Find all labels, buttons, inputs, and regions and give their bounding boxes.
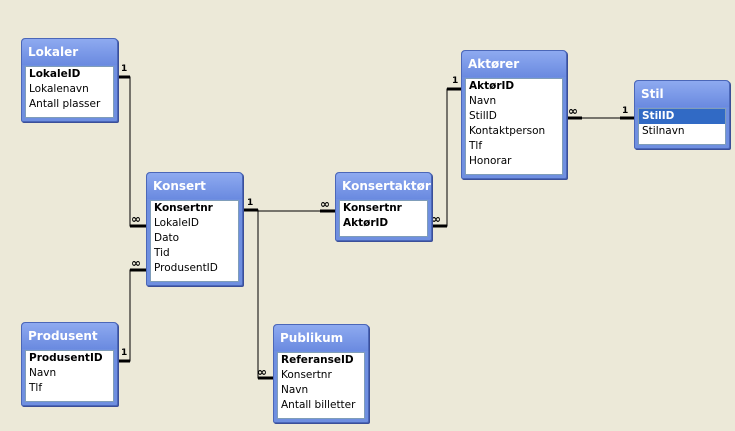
field-list[interactable]: ProdusentID Navn Tlf [25,350,114,402]
field-primary-key[interactable]: ProdusentID [29,352,103,364]
field-item[interactable]: Konsertnr [281,369,332,381]
field-item[interactable]: Honorar [469,155,512,167]
field-list[interactable]: Konsertnr AktørID [339,200,428,237]
field-item[interactable]: Tlf [29,382,43,394]
field-item[interactable]: Dato [154,232,180,244]
field-primary-key[interactable]: AktørID [469,80,515,92]
table-konsert[interactable]: Konsert Konsertnr LokaleID Dato Tid Prod… [146,172,243,286]
cardinality-one-label: 1 [622,106,629,116]
cardinality-many-label: ∞ [131,256,141,270]
field-item[interactable]: Navn [281,384,309,396]
cardinality-one-label: 1 [121,64,128,74]
field-list[interactable]: StilID Stilnavn [638,108,726,145]
table-title[interactable]: Publikum [274,325,368,351]
table-title[interactable]: Lokaler [22,39,117,65]
table-title[interactable]: Konsertaktør [336,173,431,199]
field-item[interactable]: Antall billetter [281,399,356,411]
cardinality-one-label: 1 [452,76,459,86]
table-lokaler[interactable]: Lokaler LokaleID Lokalenavn Antall plass… [21,38,118,122]
cardinality-many-label: ∞ [320,197,330,211]
field-list[interactable]: LokaleID Lokalenavn Antall plasser [25,66,114,118]
table-publikum[interactable]: Publikum ReferanseID Konsertnr Navn Anta… [273,324,369,423]
field-item[interactable]: Antall plasser [29,98,101,110]
field-primary-key[interactable]: ReferanseID [281,354,354,366]
table-title[interactable]: Konsert [147,173,242,199]
table-aktorer[interactable]: Aktører AktørID Navn StilID Kontaktperso… [461,50,567,179]
field-primary-key[interactable]: Konsertnr [343,202,402,214]
table-konsertaktor[interactable]: Konsertaktør Konsertnr AktørID [335,172,432,241]
field-item[interactable]: Lokalenavn [29,83,89,95]
field-primary-key[interactable]: LokaleID [29,68,81,80]
table-stil[interactable]: Stil StilID Stilnavn [634,80,730,149]
field-primary-key[interactable]: AktørID [343,217,389,229]
relationship-lokaler-konsert [116,76,146,227]
field-list[interactable]: Konsertnr LokaleID Dato Tid ProdusentID [150,200,239,282]
field-item[interactable]: LokaleID [154,217,199,229]
table-title[interactable]: Aktører [462,51,566,77]
field-list[interactable]: ReferanseID Konsertnr Navn Antall billet… [277,352,365,419]
cardinality-many-label: ∞ [257,365,267,379]
table-title[interactable]: Stil [635,81,729,107]
field-item[interactable]: StilID [469,110,497,122]
relationship-aktorer-konsertaktor [431,88,461,227]
field-primary-key[interactable]: Konsertnr [154,202,213,214]
cardinality-many-label: ∞ [431,212,441,226]
field-item[interactable]: Tid [154,247,170,259]
table-produsent[interactable]: Produsent ProdusentID Navn Tlf [21,322,118,406]
cardinality-many-label: ∞ [568,104,578,118]
cardinality-one-label: 1 [121,348,128,358]
relationship-konsert-publikum [257,210,273,379]
field-item[interactable]: ProdusentID [154,262,218,274]
field-primary-key-selected[interactable]: StilID [639,109,725,124]
field-item[interactable]: Navn [29,367,57,379]
field-item[interactable]: Navn [469,95,497,107]
cardinality-many-label: ∞ [131,212,141,226]
field-item[interactable]: Tlf [469,140,483,152]
table-title[interactable]: Produsent [22,323,117,349]
field-item[interactable]: Kontaktperson [469,125,546,137]
field-item[interactable]: Stilnavn [642,125,685,137]
field-list[interactable]: AktørID Navn StilID Kontaktperson Tlf Ho… [465,78,563,175]
cardinality-one-label: 1 [247,198,254,208]
